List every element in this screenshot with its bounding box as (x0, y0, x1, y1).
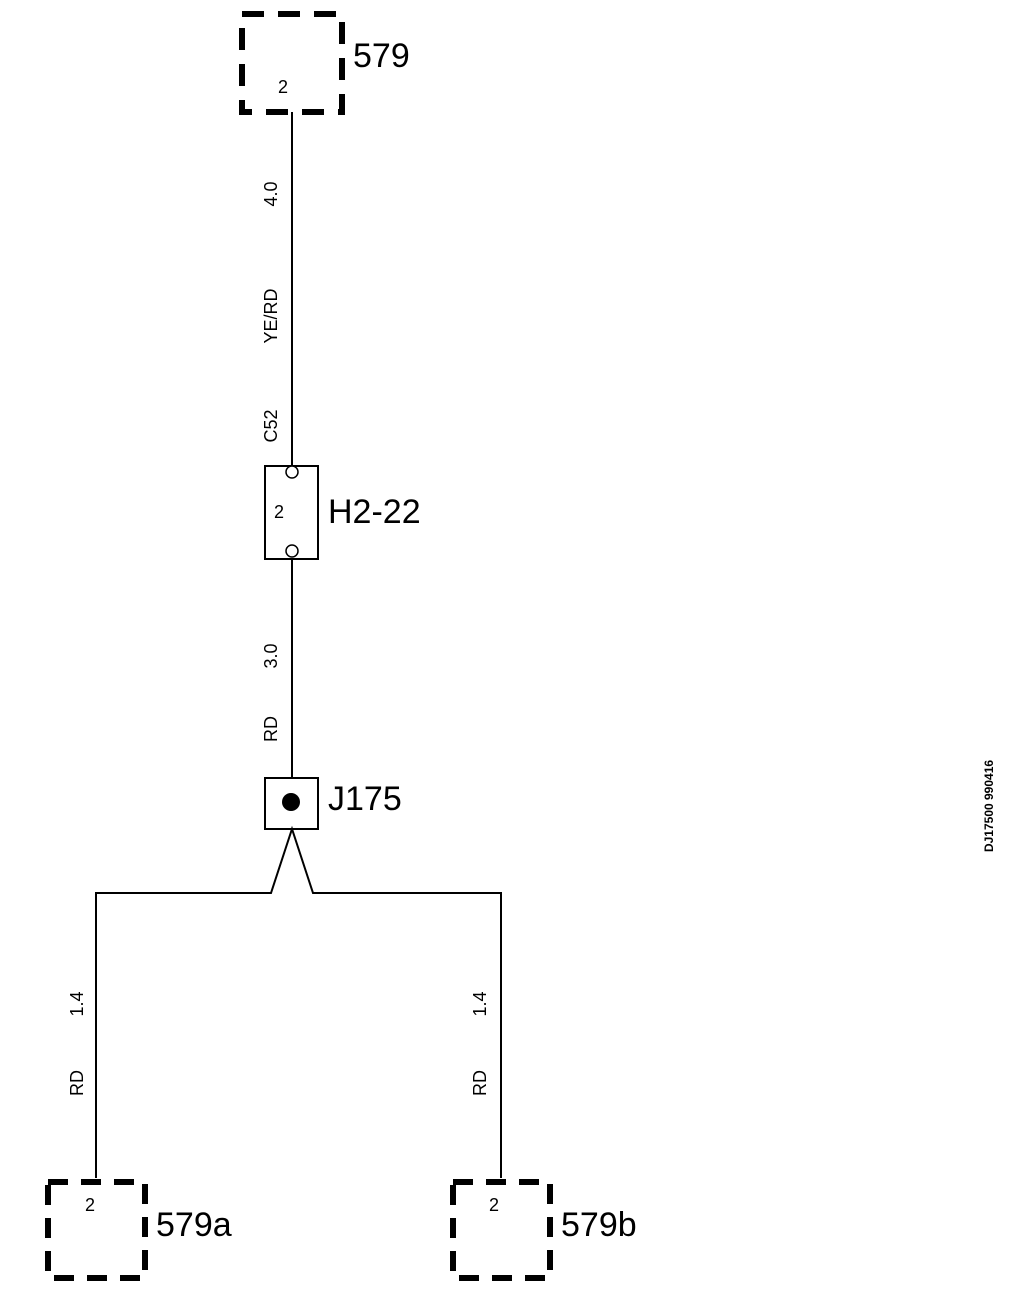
inline-connector-h2-22: 2 H2-22 (264, 465, 421, 560)
connector-579a: 2 579a (45, 1179, 232, 1281)
splice-j175: J175 (264, 777, 402, 830)
wire-mid-size: 3.0 (261, 643, 281, 668)
inline-connector-pin-bottom (285, 544, 299, 558)
wire-right-color: RD (470, 1070, 490, 1096)
connector-579-outline (239, 11, 345, 115)
wire-right-size: 1.4 (470, 991, 490, 1016)
connector-579a-pin: 2 (85, 1195, 95, 1215)
wire-top-color: YE/RD (261, 288, 281, 343)
wire-mid-color: RD (261, 716, 281, 742)
connector-579a-label: 579a (156, 1206, 232, 1244)
connector-579b-label: 579b (561, 1206, 637, 1244)
wire-top-size: 4.0 (261, 181, 281, 206)
wire-left-color: RD (67, 1070, 87, 1096)
wire-left-size: 1.4 (67, 991, 87, 1016)
inline-connector-pin: 2 (274, 502, 284, 522)
connector-579b-pin: 2 (489, 1195, 499, 1215)
connector-579a-outline (45, 1179, 148, 1281)
inline-connector-label: H2-22 (328, 493, 421, 531)
wire-top-circuit: C52 (261, 409, 281, 442)
connector-579-label: 579 (353, 37, 410, 75)
wire-branch (95, 825, 502, 1178)
inline-connector-pin-top (285, 465, 299, 479)
splice-dot (282, 793, 300, 811)
connector-579: 2 579 (239, 11, 410, 115)
connector-579-pin: 2 (278, 77, 288, 97)
splice-label: J175 (328, 780, 402, 818)
connector-579b: 2 579b (450, 1179, 637, 1281)
connector-579b-outline (450, 1179, 553, 1281)
reference-code: DJ17500 990416 (982, 760, 996, 852)
